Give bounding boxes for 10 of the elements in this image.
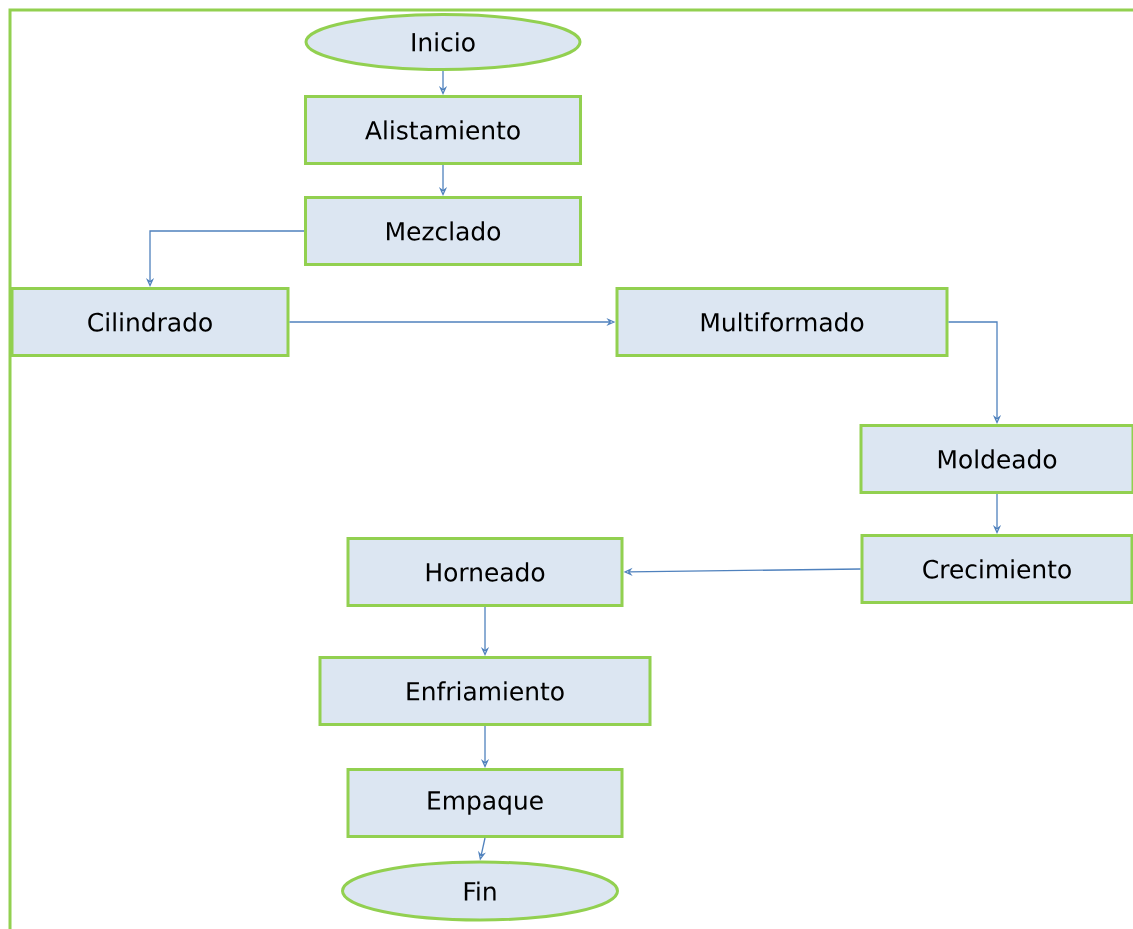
process-box: Alistamiento — [304, 95, 582, 165]
process-box: Empaque — [346, 768, 624, 838]
process-box: Enfriamiento — [318, 656, 652, 726]
process-box: Horneado — [346, 537, 624, 607]
process-box: Multiformado — [615, 287, 949, 357]
process-box: Cilindrado — [10, 287, 290, 357]
process-box: Moldeado — [859, 424, 1133, 494]
process-box: Crecimiento — [860, 534, 1133, 604]
process-box: Mezclado — [304, 196, 582, 266]
arrow — [947, 321, 1002, 424]
